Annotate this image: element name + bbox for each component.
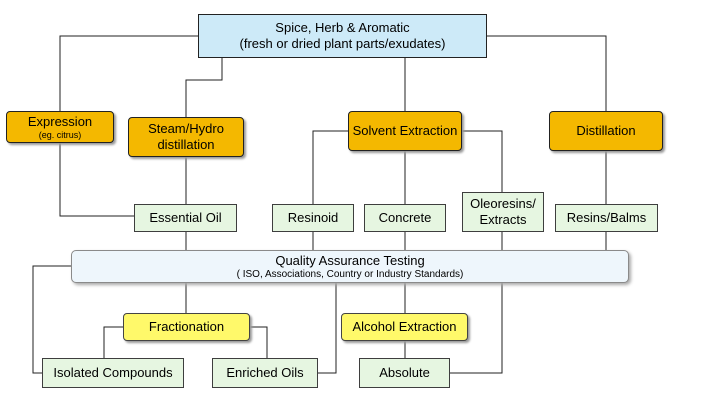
steam-hydro-line2: distillation [157, 137, 215, 152]
connector-fractionation-to-enriched [250, 326, 268, 358]
qa-title: Quality Assurance Testing [275, 252, 425, 268]
fractionation-label: Fractionation [148, 319, 225, 334]
isolated-compounds-box: Isolated Compounds [42, 358, 184, 388]
source-subtitle: (fresh or dried plant parts/exudates) [239, 36, 446, 51]
distillation-box: Distillation [549, 111, 663, 151]
source-box: Spice, Herb & Aromatic (fresh or dried p… [198, 14, 487, 58]
solvent-extraction-label: Solvent Extraction [352, 123, 458, 138]
expression-label: Expression [27, 114, 93, 129]
concrete-label: Concrete [378, 210, 432, 225]
connector-top-to-steam [185, 58, 223, 117]
connector-expression-to-essential-oil [59, 143, 134, 217]
qa-subtitle: ( ISO, Associations, Country or Industry… [236, 268, 464, 280]
connector-top-to-expression [59, 35, 198, 111]
alcohol-extraction-label: Alcohol Extraction [352, 319, 457, 334]
fractionation-box: Fractionation [123, 313, 250, 341]
concrete-box: Concrete [364, 204, 446, 232]
oleoresins-extracts-box: Oleoresins/ Extracts [462, 192, 544, 232]
expression-box: Expression (eg. citrus) [6, 111, 114, 143]
absolute-box: Absolute [359, 358, 450, 388]
connector-qa-to-isolated [32, 265, 71, 374]
connector-solvent-to-oleoresins [462, 130, 503, 192]
quality-assurance-box: Quality Assurance Testing ( ISO, Associa… [71, 250, 629, 283]
isolated-compounds-label: Isolated Compounds [53, 365, 173, 380]
connector-solvent-to-resinoid [312, 130, 348, 204]
resins-balms-label: Resins/Balms [566, 210, 647, 225]
distillation-label: Distillation [576, 123, 636, 138]
steam-hydro-line1: Steam/Hydro [148, 121, 224, 136]
steam-hydro-distillation-box: Steam/Hydro distillation [128, 117, 244, 157]
essential-oil-box: Essential Oil [134, 204, 237, 232]
absolute-label: Absolute [379, 365, 430, 380]
enriched-oils-box: Enriched Oils [212, 358, 318, 388]
connector-top-to-distillation [487, 35, 607, 111]
connector-qa-to-enriched [318, 283, 337, 374]
resinoid-box: Resinoid [272, 204, 354, 232]
connector-fractionation-to-isolated [103, 326, 123, 358]
resins-balms-box: Resins/Balms [555, 204, 658, 232]
alcohol-extraction-box: Alcohol Extraction [341, 313, 468, 341]
resinoid-label: Resinoid [287, 210, 339, 225]
oleoresins-line1: Oleoresins/ [470, 196, 536, 211]
source-title: Spice, Herb & Aromatic [275, 20, 410, 35]
solvent-extraction-box: Solvent Extraction [348, 111, 462, 151]
connector-qa-to-absolute [450, 283, 503, 374]
oleoresins-line2: Extracts [479, 212, 527, 227]
expression-note: (eg. citrus) [38, 130, 82, 140]
essential-oil-label: Essential Oil [149, 210, 222, 225]
enriched-oils-label: Enriched Oils [226, 365, 304, 380]
